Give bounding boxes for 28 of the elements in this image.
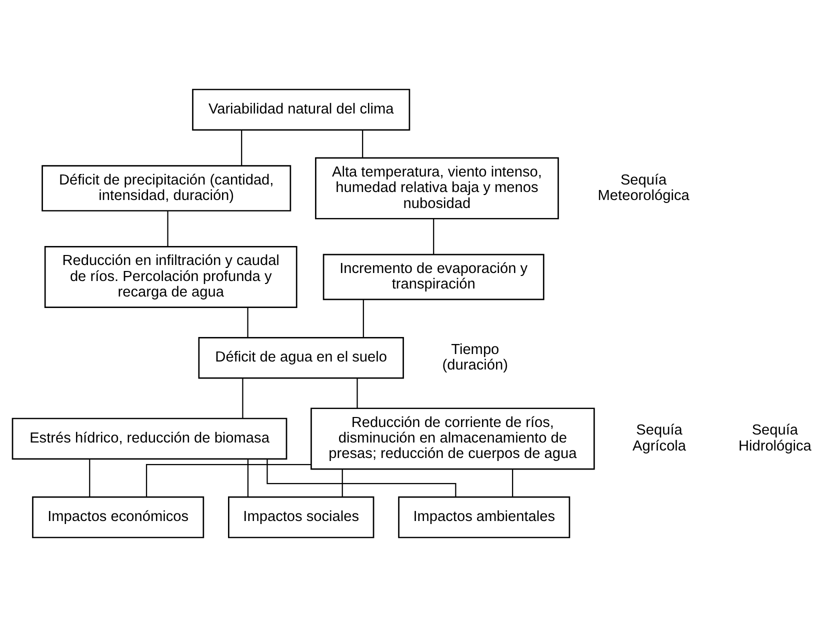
label: Sequía Meteorológica — [598, 172, 690, 204]
connector — [146, 463, 311, 497]
node-box: Alta temperatura, viento intenso, humedad relativa baja y menos nubosidad — [315, 156, 559, 219]
label: Sequía Hidrológica — [738, 422, 812, 454]
node-box: Reducción en infiltración y caudal de ríos. Percolación profunda y recarga de agua — [44, 246, 298, 308]
node-box: Reducción de corriente de ríos, disminución en almacenamiento de presas; reducción de cuerpos de agua — [310, 407, 595, 470]
connector — [362, 129, 364, 158]
node-box: Impactos sociales — [228, 496, 374, 538]
node-box: Estrés hídrico, reducción de biomasa — [12, 417, 288, 460]
connector — [433, 218, 434, 254]
connector — [512, 468, 514, 497]
connector — [242, 378, 244, 418]
node-box: Variabilidad natural del clima — [192, 88, 410, 130]
connector — [167, 210, 168, 246]
connector — [247, 458, 249, 496]
node-box: Déficit de precipitación (cantidad, intensidad, duración) — [42, 164, 292, 211]
node-box: Déficit de agua en el suelo — [198, 336, 404, 378]
node-box: Impactos ambientales — [398, 496, 570, 538]
connector — [356, 378, 358, 408]
node-box: Incremento de evaporación y transpiración — [322, 253, 544, 300]
label: Tiempo (duración) — [442, 341, 508, 374]
node-box: Impactos económicos — [32, 496, 204, 538]
label: Sequía Agrícola — [632, 422, 686, 454]
connector — [247, 307, 248, 338]
connector — [89, 458, 90, 496]
connector — [362, 299, 364, 337]
connector — [241, 129, 242, 166]
connector — [342, 468, 343, 497]
